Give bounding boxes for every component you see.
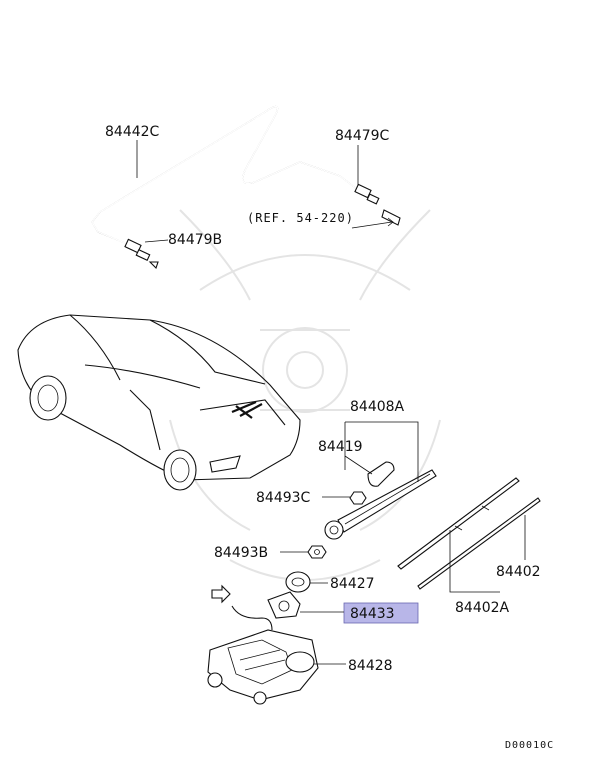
wire-harness — [211, 584, 273, 631]
label-nozzle-right: 84479C — [335, 128, 390, 144]
diagram-code: D00010C — [505, 740, 554, 751]
leader-blade — [449, 515, 526, 593]
label-grommet: 84427 — [330, 576, 375, 592]
ref-arrow — [351, 209, 401, 229]
wiper-blade-rubber[interactable] — [417, 497, 541, 590]
leader-wiper-arm — [344, 421, 419, 482]
wiper-motor-seal[interactable] — [267, 591, 301, 619]
label-bracket: 84428 — [348, 658, 393, 674]
wiper-cap[interactable] — [367, 461, 395, 487]
label-nut-b: 84493B — [214, 545, 268, 561]
highlight-box[interactable] — [343, 602, 419, 624]
nut-b[interactable] — [307, 545, 327, 559]
label-blade: 84402 — [496, 564, 541, 580]
label-washer-hose: 84442C — [105, 124, 160, 140]
nozzle-right[interactable] — [354, 145, 380, 205]
label-nozzle-left: 84479B — [168, 232, 222, 248]
nozzle-left[interactable] — [124, 238, 169, 270]
washer-hose[interactable] — [91, 105, 359, 246]
label-nut-c: 84493C — [256, 490, 311, 506]
wiper-blade-assembly[interactable] — [397, 477, 520, 570]
wiper-motor-bracket[interactable] — [207, 629, 319, 705]
wiper-arm[interactable] — [324, 469, 437, 540]
label-wiper-motor-seal[interactable]: 84433 — [350, 606, 395, 622]
car-illustration — [17, 314, 301, 491]
label-blade-assembly: 84402A — [455, 600, 510, 616]
label-wiper-arm: 84408A — [350, 399, 405, 415]
grommet[interactable] — [285, 571, 311, 593]
nut-c[interactable] — [349, 491, 367, 505]
reference-note: (REF. 54-220) — [247, 211, 354, 225]
leader-wiper-cap — [344, 455, 373, 475]
watermark-logo — [169, 209, 441, 581]
label-wiper-cap: 84419 — [318, 439, 363, 455]
